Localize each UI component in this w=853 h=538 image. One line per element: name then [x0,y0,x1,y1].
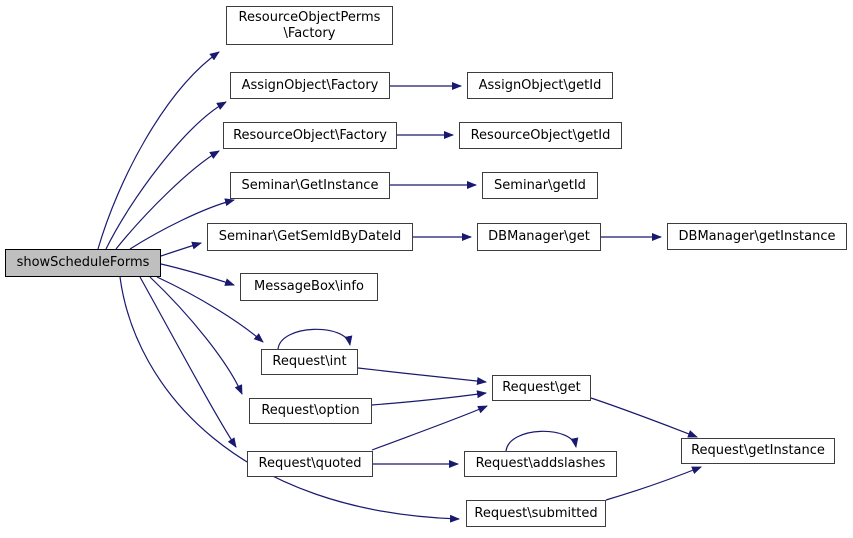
edge-showscheduleforms-seminar-getsemidbydateid [160,241,202,257]
node-request-option[interactable]: Request\option [249,398,372,424]
node-assignobject-getid[interactable]: AssignObject\getId [467,72,613,99]
node-showscheduleforms: showScheduleForms [5,249,161,277]
edge-request-submitted-request-getinstance [605,466,702,501]
node-resourceobject-getid[interactable]: ResourceObject\getId [459,122,622,149]
node-request-addslashes[interactable]: Request\addslashes [464,451,617,477]
node-request-getinstance[interactable]: Request\getInstance [681,438,835,464]
edge-request-int-self-loop [277,328,353,350]
edge-showscheduleforms-resourceobjectperms-factory [97,51,220,250]
node-seminar-getinstance[interactable]: Seminar\GetInstance [230,172,390,199]
node-resourceobjectperms-factory[interactable]: ResourceObjectPerms \Factory [226,6,393,45]
edge-showscheduleforms-messagebox-info [160,263,235,286]
edge-showscheduleforms-resourceobject-factory [115,150,220,250]
edge-showscheduleforms-assignobject-factory [105,101,227,250]
edge-request-get-request-getinstance [590,397,698,438]
edge-showscheduleforms-request-option [149,276,243,395]
node-request-get[interactable]: Request\get [492,375,591,401]
edge-request-int-request-get [357,367,487,385]
node-seminar-getid[interactable]: Seminar\getId [482,172,598,199]
node-assignobject-factory[interactable]: AssignObject\Factory [230,72,390,99]
edge-showscheduleforms-request-submitted [119,276,460,523]
edge-showscheduleforms-seminar-getinstance [129,198,235,250]
node-request-quoted[interactable]: Request\quoted [247,451,373,477]
edge-request-option-request-get [371,390,487,406]
edge-request-quoted-request-get [371,405,488,451]
node-dbmanager-get[interactable]: DBManager\get [477,223,601,251]
node-request-submitted[interactable]: Request\submitted [466,500,606,527]
edge-showscheduleforms-request-quoted [139,276,237,448]
node-messagebox-info[interactable]: MessageBox\info [240,273,378,301]
edge-showscheduleforms-request-int [156,276,264,343]
node-resourceobject-factory[interactable]: ResourceObject\Factory [223,122,397,149]
node-dbmanager-getinstance[interactable]: DBManager\getInstance [667,223,847,250]
node-seminar-getsemidbydateid[interactable]: Seminar\GetSemIdByDateId [207,223,413,251]
edge-request-addslashes-self-loop [505,430,579,452]
node-request-int[interactable]: Request\int [261,349,358,375]
